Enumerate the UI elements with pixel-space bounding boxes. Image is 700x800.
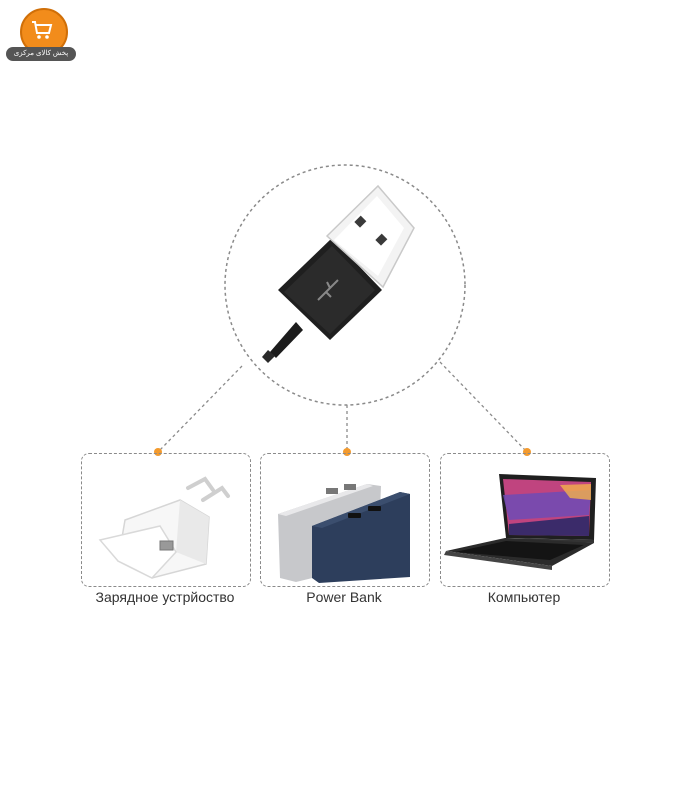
wall-charger-icon [98,476,230,579]
device-caption-power-bank: Power Bank [306,589,382,605]
connector-dot-center [343,448,351,456]
power-bank-icon [278,484,410,583]
usb-plug-icon [262,184,415,363]
device-caption-computer: Компьютер [487,589,561,605]
device-card-computer [440,453,610,587]
connector-dot-right [523,448,531,456]
logo-text: پخش کالای مرکزی [6,47,76,61]
brand-logo: پخش کالای مرکزی [6,8,76,64]
device-card-charger [81,453,251,587]
shopping-cart-icon [32,21,53,39]
connector-line-right [439,361,528,453]
connector-line-left [157,365,243,453]
connector-dot-left [154,448,162,456]
device-card-power-bank [260,453,430,587]
laptop-icon [444,474,596,570]
device-caption-charger: Зарядное устрйоство [95,589,235,605]
